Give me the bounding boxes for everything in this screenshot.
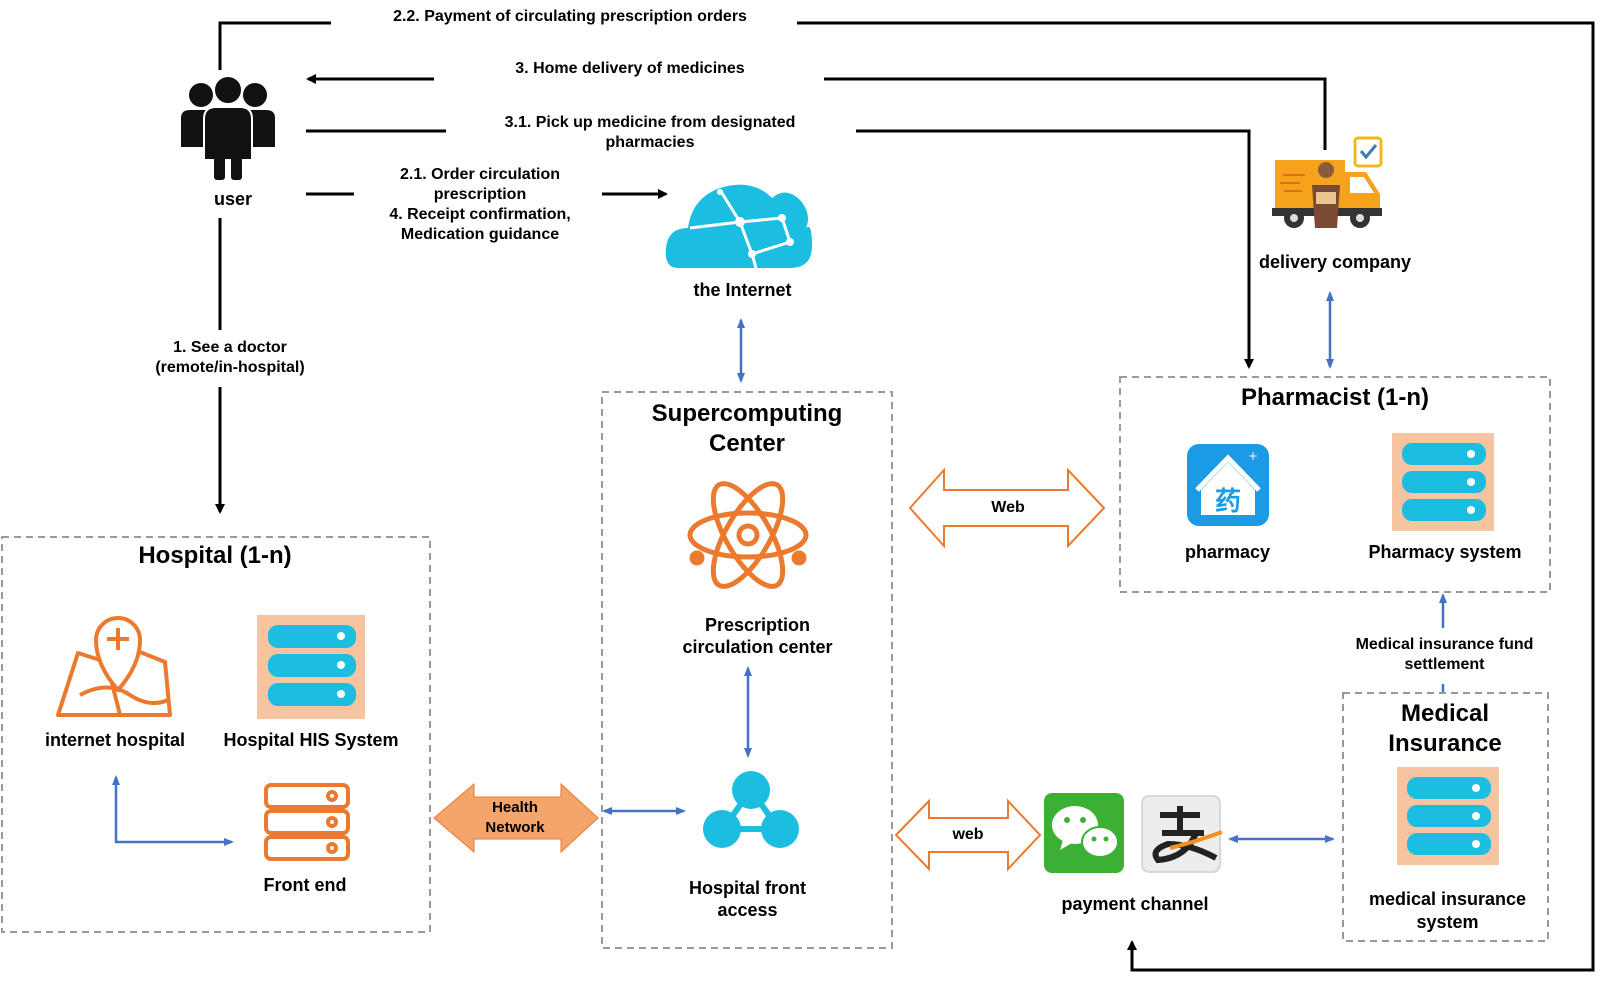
pharmacist-box <box>1119 376 1551 593</box>
blue-connectors <box>112 291 1447 846</box>
medical-fund-label-line1: Medical insurance fund <box>1332 635 1557 655</box>
front-access-label-line1: Hospital front <box>689 878 806 898</box>
user-label: user <box>213 189 253 209</box>
medical-insurance-title-line1: Medical <box>1400 700 1490 727</box>
prescription-atom-icon <box>687 481 809 589</box>
medical-insurance-system-label-line1: medical insurance <box>1368 889 1527 909</box>
see-doctor-label-line2: (remote/in-hospital) <box>155 359 305 376</box>
delivery-company-label: delivery company <box>1258 252 1412 272</box>
medical-insurance-server-icon <box>1397 767 1499 865</box>
svg-text:+: + <box>1248 449 1258 463</box>
order-label-line2: prescription <box>433 186 527 203</box>
order-label-line1: 2.1. Order circulation <box>399 166 561 183</box>
prescription-label-line2: circulation center <box>682 637 833 657</box>
health-network-double-arrow <box>433 782 599 854</box>
prescription-label-line1: Prescription <box>704 615 811 635</box>
pharmacy-system-label: Pharmacy system <box>1368 542 1522 562</box>
payment-circulating-label: 2.2. Payment of circulating prescription… <box>393 8 747 25</box>
pickup-label-line1: 3.1. Pick up medicine from designated <box>504 114 796 131</box>
hospital-his-server-icon <box>257 615 365 719</box>
internet-hospital-map-icon <box>56 616 172 717</box>
pharmacy-label: pharmacy <box>1184 542 1271 562</box>
svg-text:药: 药 <box>1215 487 1241 517</box>
health-network-label-line2: Network <box>485 819 545 836</box>
supercomputing-title-line1: Supercomputing <box>651 400 843 427</box>
hospital-front-access-network-icon <box>703 771 799 848</box>
pharmacy-app-icon: 药 + <box>1187 444 1269 526</box>
web-double-arrow-lower <box>894 798 1042 872</box>
web-label-upper: Web <box>991 499 1025 516</box>
medical-fund-label-line2: settlement <box>1332 655 1557 675</box>
payment-circulating-line <box>218 21 331 70</box>
his-system-label: Hospital HIS System <box>223 730 399 750</box>
home-delivery-line-right <box>824 77 1327 150</box>
front-access-label-line2: access <box>717 900 778 920</box>
flow-lines <box>215 21 1595 972</box>
front-end-server-icon <box>264 783 350 861</box>
supercomputing-box <box>601 391 893 949</box>
receipt-label-line1: 4. Receipt confirmation, <box>389 206 571 223</box>
pickup-label-line2: pharmacies <box>605 134 695 151</box>
delivery-truck-icon <box>1272 136 1383 228</box>
hospital-title: Hospital (1-n) <box>138 542 292 569</box>
home-delivery-label: 3. Home delivery of medicines <box>515 60 745 77</box>
medical-insurance-box <box>1342 692 1549 942</box>
cloud-icon <box>665 184 812 269</box>
health-network-label-line1: Health <box>492 799 538 816</box>
user-group-icon <box>181 75 275 180</box>
internet-hospital-label: internet hospital <box>44 730 185 750</box>
hospital-box <box>1 536 431 933</box>
receipt-label-line2: Medication guidance <box>400 226 560 243</box>
front-end-label: Front end <box>263 875 347 895</box>
pharmacist-title: Pharmacist (1-n) <box>1240 384 1430 411</box>
pharmacy-system-server-icon <box>1392 433 1494 531</box>
pickup-line-right <box>856 129 1254 369</box>
web-double-arrow-upper <box>908 467 1106 549</box>
medical-insurance-system-label-line2: system <box>1416 912 1479 932</box>
payment-circulating-line-right <box>797 21 1595 972</box>
hospital-internal-arrow <box>112 775 234 846</box>
medical-insurance-title-line2: Insurance <box>1388 730 1502 757</box>
wechat-pay-icon <box>1044 793 1124 873</box>
internet-label: the Internet <box>693 280 792 300</box>
web-label-lower: web <box>952 826 984 843</box>
alipay-icon <box>1141 795 1223 873</box>
payment-channel-label: payment channel <box>1061 894 1209 914</box>
supercomputing-title-line2: Center <box>708 430 786 457</box>
see-doctor-label-line1: 1. See a doctor <box>173 339 287 356</box>
